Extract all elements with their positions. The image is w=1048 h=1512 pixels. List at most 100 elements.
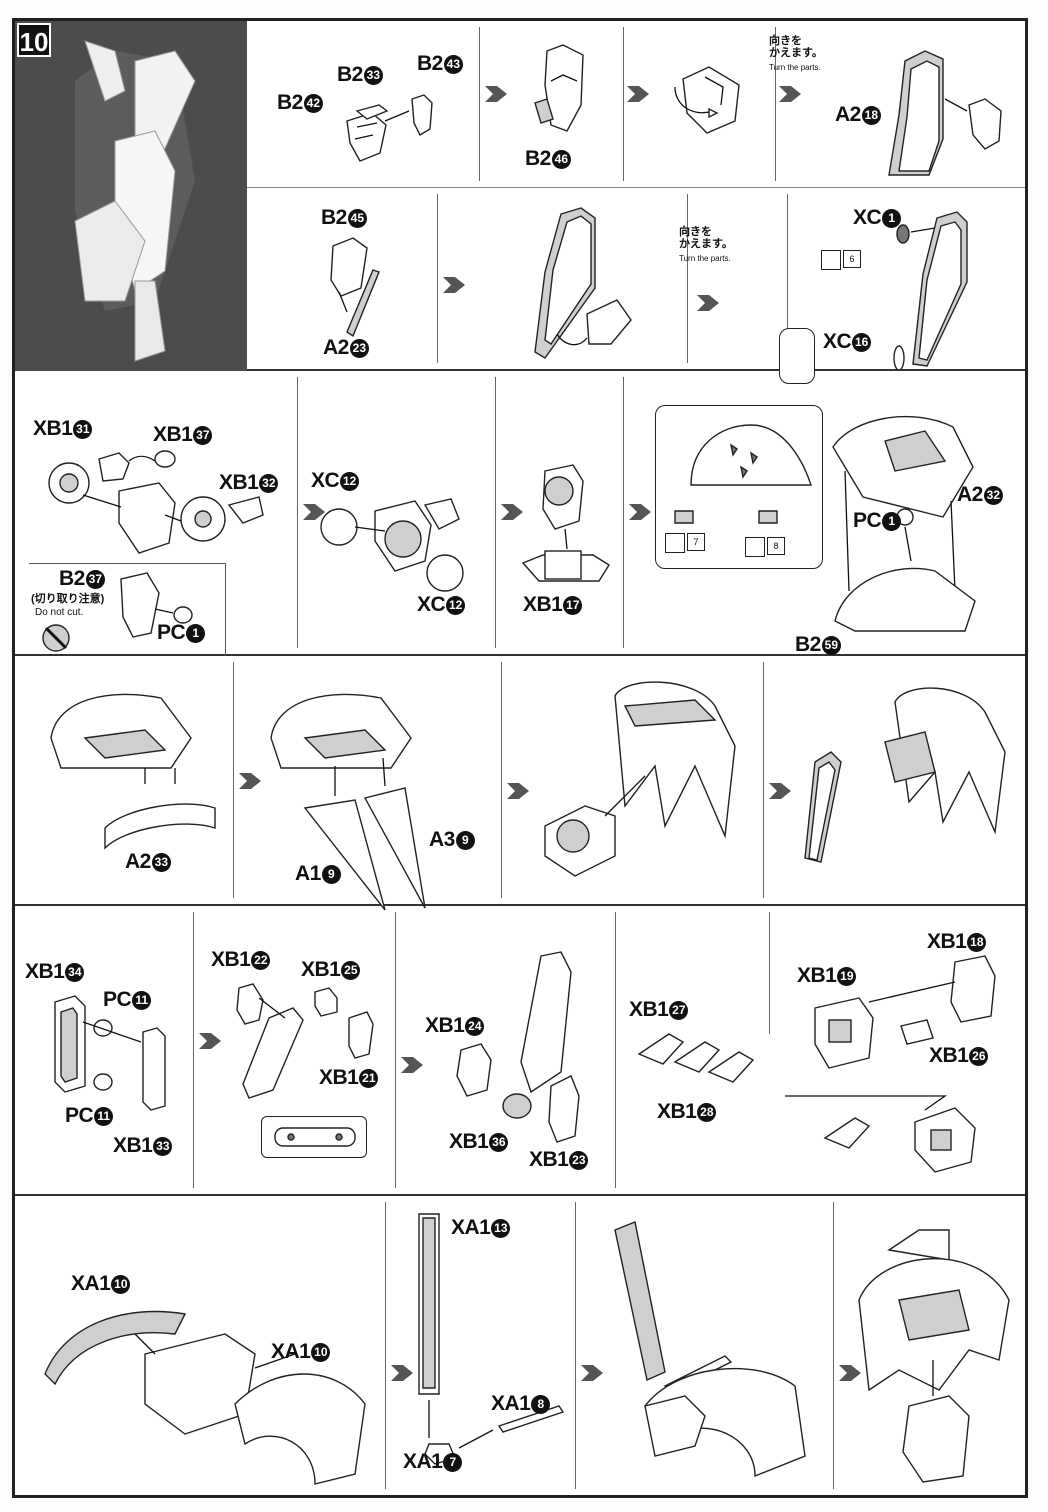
caution-note: (切り取り注意) [31,593,105,605]
part-drawing [888,50,1002,176]
part-drawing [120,572,193,638]
detail-callout [779,328,815,384]
next-arrow-icon [507,780,529,802]
part-drawing [534,44,584,132]
next-arrow-icon [391,1362,413,1384]
next-arrow-icon [779,83,801,105]
next-arrow-icon [199,1030,221,1052]
completed-part-preview: 10 [15,21,247,371]
part-drawing [236,983,374,1099]
divider [193,912,194,1188]
divider [575,1202,576,1489]
part-drawing [456,951,580,1143]
sticker-icon [821,250,841,270]
divider [437,194,438,363]
part-drawing [637,1033,755,1083]
part-drawing [418,1213,565,1465]
next-arrow-icon [443,274,465,296]
sticker-icon [665,533,685,553]
part-drawing [274,1127,356,1147]
divider [297,377,298,648]
part-drawing [330,237,380,338]
divider [501,662,502,898]
step-number: 10 [17,23,51,57]
sub-step-frame [29,563,226,656]
next-arrow-icon [697,292,719,314]
part-drawing [534,207,632,359]
next-arrow-icon [485,83,507,105]
sticker-number: 8 [767,537,785,555]
part-drawing [50,693,216,850]
divider [763,662,764,898]
part-drawing [270,693,426,911]
part-drawing [54,995,166,1111]
divider [833,1202,834,1489]
part-drawing [346,94,433,162]
divider [787,194,788,363]
caution-note-en: Do not cut. [35,607,84,618]
divider [395,912,396,1188]
sticker-icon [745,537,765,557]
part-drawing [320,498,464,592]
part-drawing [544,681,736,877]
turn-parts-note-en: Turn the parts. [769,63,821,72]
part-drawing [614,1221,806,1478]
divider [233,662,234,898]
part-drawing [674,510,778,524]
part-drawing [832,415,976,632]
part-drawing [690,424,812,486]
next-arrow-icon [501,501,523,523]
turn-parts-note: 向きを かえます。 [769,35,823,59]
part-drawing [858,1229,1010,1483]
divider [775,27,776,181]
next-arrow-icon [769,780,791,802]
part-drawing [893,211,968,371]
part-drawing [44,1310,366,1485]
sticker-number: 7 [687,533,705,551]
turn-parts-note: 向きを かえます。 [679,226,733,250]
divider [623,27,624,181]
divider [623,377,624,648]
